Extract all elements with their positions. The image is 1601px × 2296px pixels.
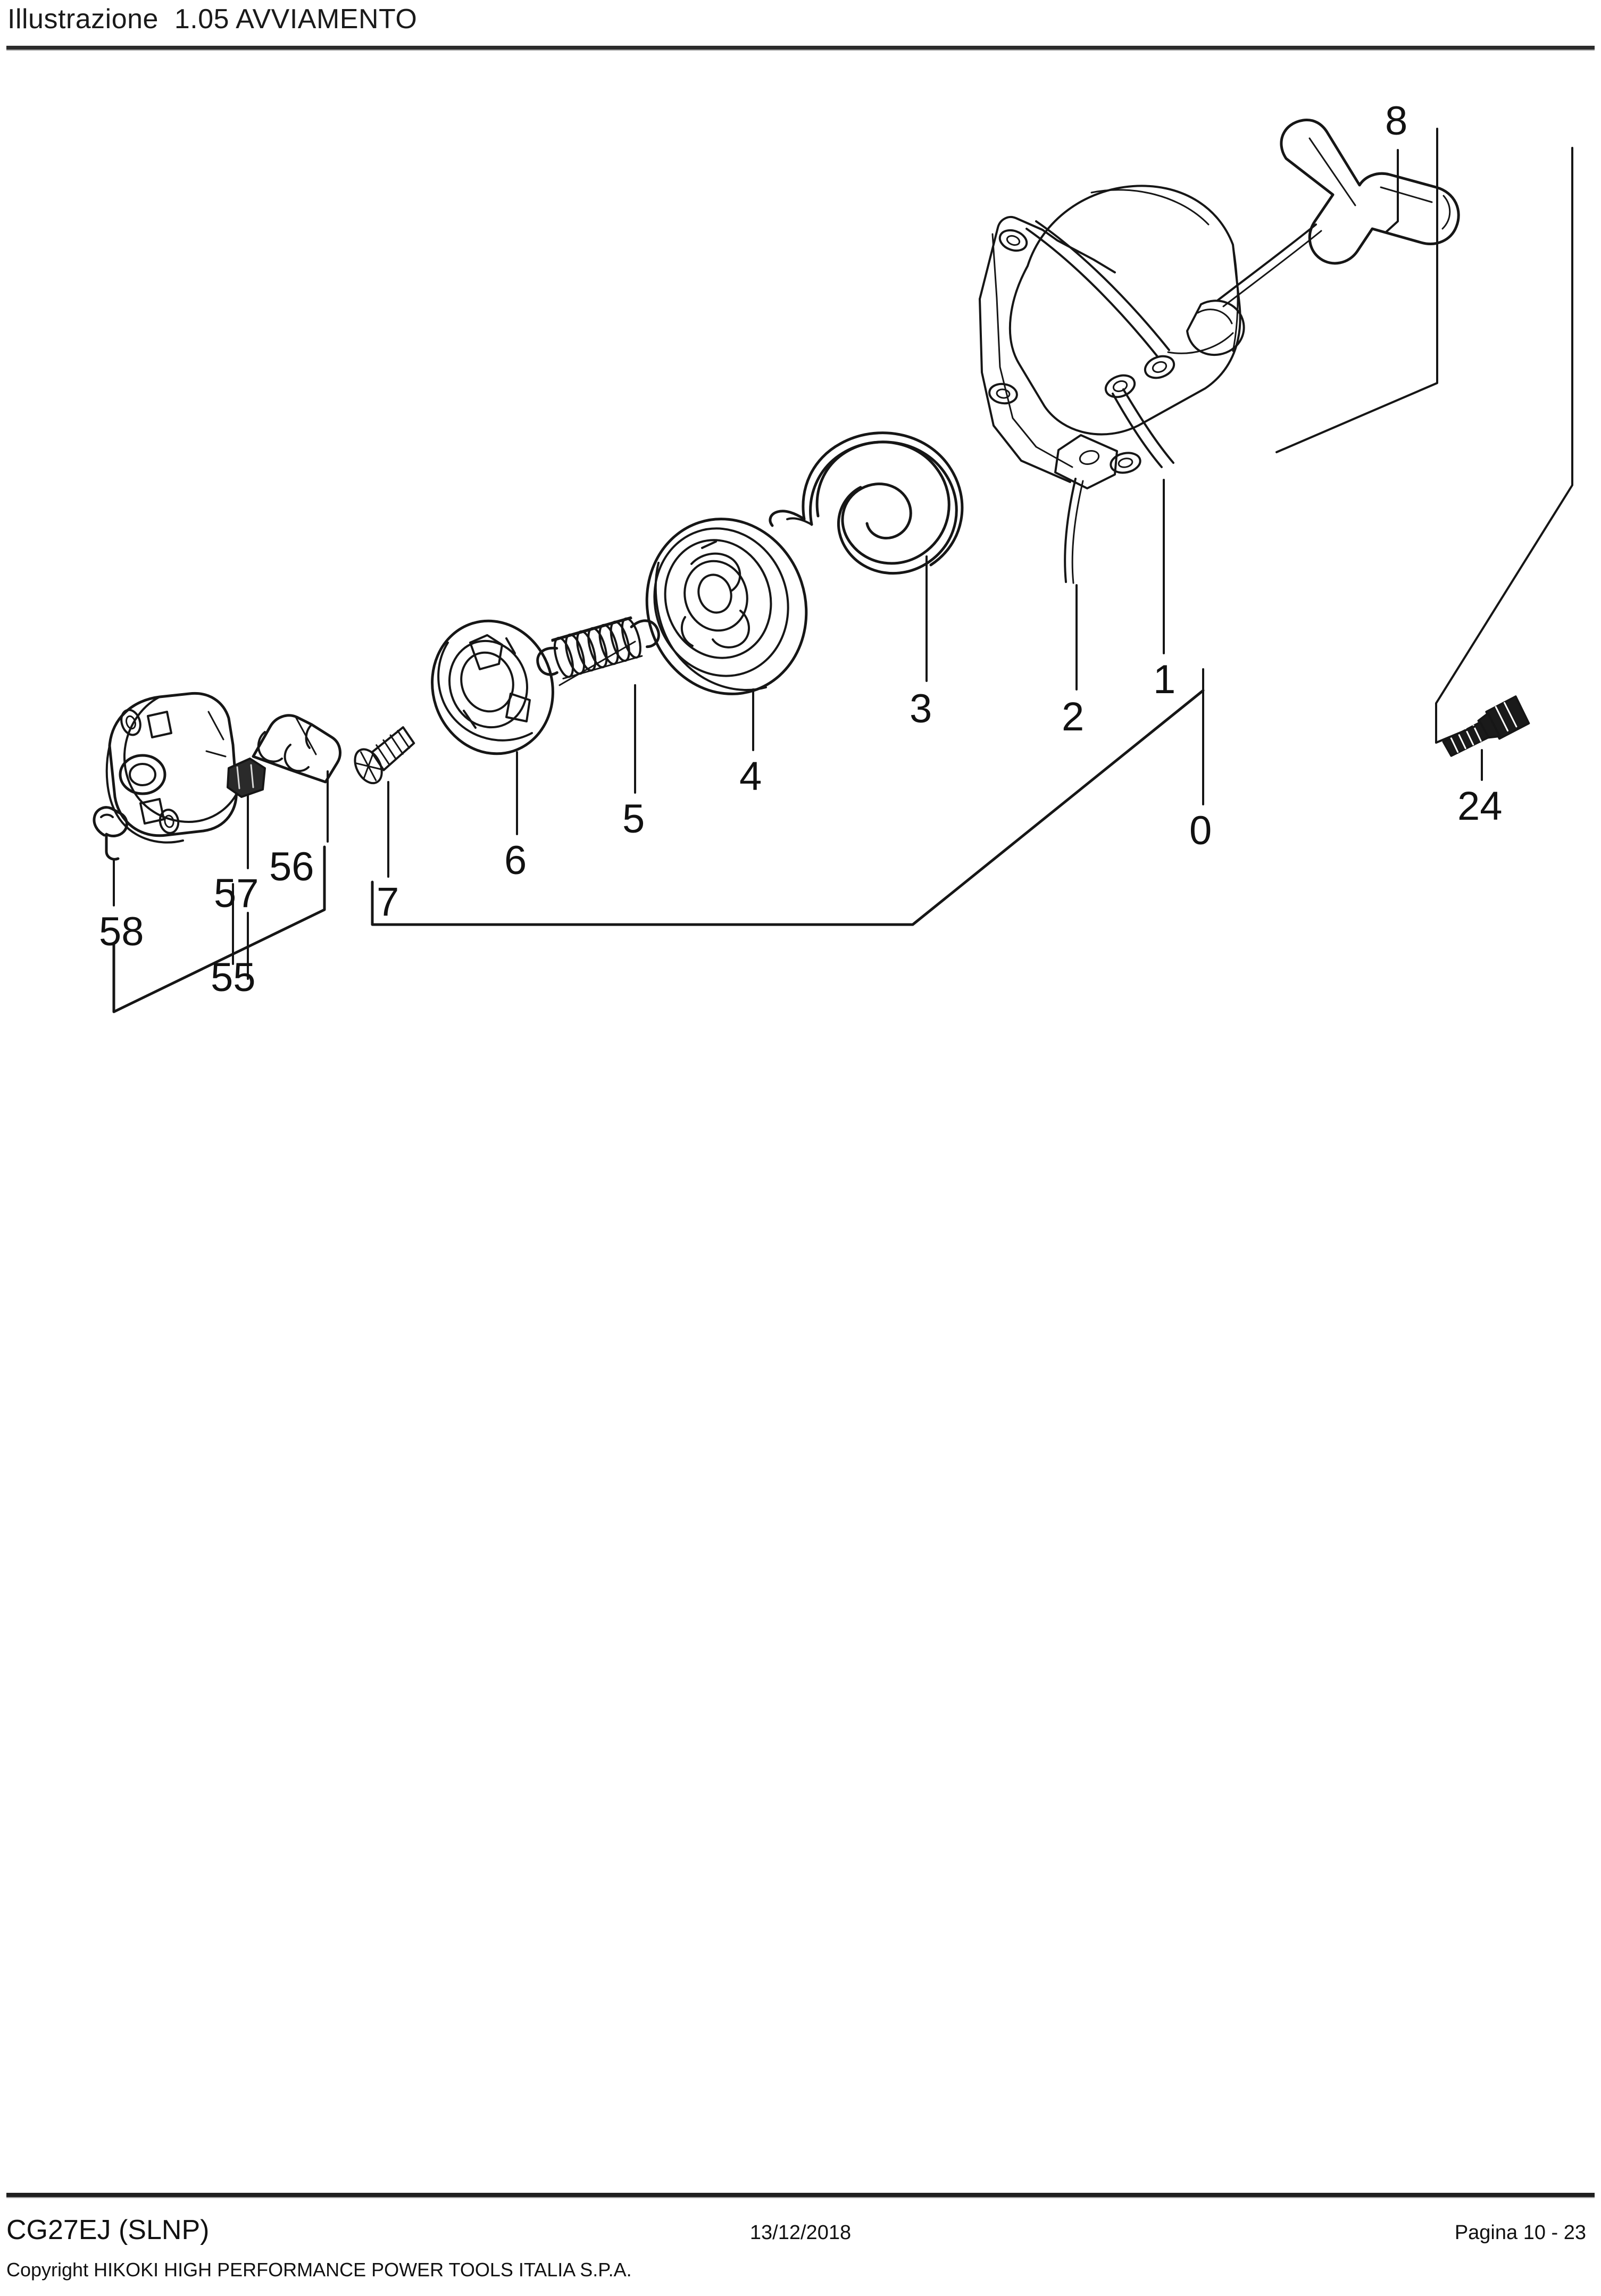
callout-0: 0 (1189, 808, 1212, 853)
callout-3: 3 (910, 686, 932, 731)
page-title: Illustrazione 1.05 AVVIAMENTO (7, 4, 418, 35)
bracket-55 (112, 845, 326, 1013)
part-ratchet-guide (431, 619, 554, 755)
callout-7: 7 (377, 879, 399, 925)
part-starter-handle (1280, 118, 1460, 265)
leader-lines (113, 149, 1483, 906)
page-number: Pagina 10 - 23 (1454, 2222, 1586, 2244)
part-ratchet (252, 714, 341, 784)
callout-1: 1 (1153, 657, 1176, 702)
bracket-group-0 (371, 689, 1205, 926)
bracket-assembly-0 (1275, 128, 1438, 453)
callout-5: 5 (622, 796, 645, 842)
page-footer: CG27EJ (SLNP) 13/12/2018 Pagina 10 - 23 … (0, 2186, 1601, 2296)
part-spiral-spring (769, 431, 964, 575)
starter-rope-upper (1217, 223, 1322, 307)
callout-6: 6 (504, 838, 527, 883)
parts-diagram: 8 3 2 1 4 5 6 7 0 24 56 57 58 55 (0, 53, 1601, 1037)
bracket-24 (1435, 147, 1573, 744)
footer-divider (6, 2193, 1595, 2198)
header-divider (6, 46, 1595, 51)
exploded-diagram-svg (93, 118, 1573, 1013)
callout-2: 2 (1062, 694, 1085, 739)
part-rope-reel (645, 518, 808, 695)
callout-55: 55 (211, 955, 256, 1000)
callout-4: 4 (739, 754, 762, 799)
part-bolt (1442, 695, 1530, 757)
callout-8: 8 (1385, 98, 1408, 144)
part-screw (354, 726, 415, 785)
part-starter-case (979, 185, 1245, 584)
callout-24: 24 (1457, 784, 1503, 829)
callout-56: 56 (269, 844, 314, 889)
callout-57: 57 (214, 871, 259, 916)
copyright-notice: Copyright HIKOKI HIGH PERFORMANCE POWER … (6, 2259, 632, 2281)
callout-58: 58 (99, 909, 144, 954)
page-header: Illustrazione 1.05 AVVIAMENTO (0, 0, 1601, 51)
document-date: 13/12/2018 (749, 2222, 852, 2244)
model-code: CG27EJ (SLNP) (6, 2215, 210, 2245)
part-retaining-clip (93, 806, 128, 861)
part-return-spring (536, 616, 660, 680)
part-ratchet-spring (227, 758, 266, 798)
